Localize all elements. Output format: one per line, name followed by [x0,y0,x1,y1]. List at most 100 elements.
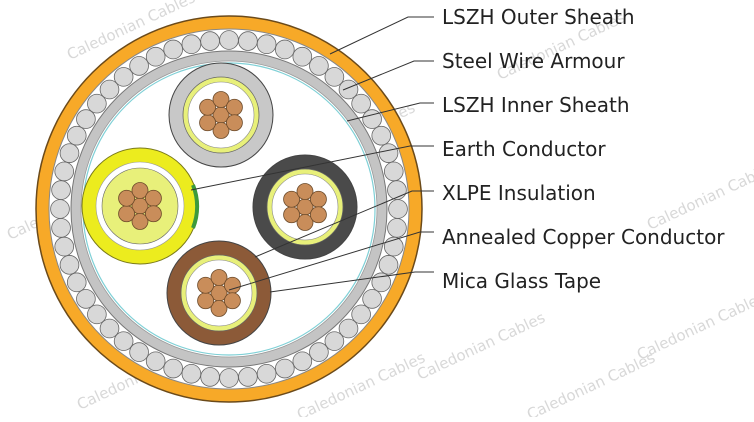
armour-wire [76,109,96,129]
armour-wire [338,318,359,339]
copper-strand [199,114,216,132]
armour-wire [87,304,107,325]
copper-strand [283,206,300,224]
steel-wire-armour [50,30,408,388]
label-inner-sheath: LSZH Inner Sheath [442,93,630,117]
cores-group [81,62,358,346]
label-outer-sheath: LSZH Outer Sheath [442,5,635,29]
armour-wire [54,236,75,257]
copper-strand [197,276,214,294]
armour-wire [238,31,258,51]
leader-line [342,60,434,91]
armour-wire [378,255,399,275]
callout-labels: LSZH Outer Sheath Steel Wire Armour LSZH… [442,5,725,293]
armour-wire [387,180,407,200]
armour-wire [181,363,202,384]
armour-wire [54,161,75,182]
armour-wire [163,39,183,60]
armour-wire [200,367,220,387]
armour-wire [324,67,345,87]
earth-stripe [191,184,200,229]
copper-strand [145,205,162,223]
armour-wire [129,56,149,76]
label-steel-wire-armour: Steel Wire Armour [442,49,625,73]
copper-strand [310,190,327,208]
armour-wire [76,289,96,309]
copper-strand [226,98,243,116]
copper-strand [131,182,149,199]
copper-strand [210,269,228,286]
label-earth-conductor: Earth Conductor [442,137,606,161]
armour-wire [99,318,120,339]
watermark-text: Caledonian Cables [644,158,754,233]
armour-wire [388,199,408,219]
armour-wire [66,125,87,146]
label-annealed-copper-conductor: Annealed Copper Conductor [442,225,725,249]
armour-wire [371,125,392,146]
leader-line [329,16,434,55]
leader-line [346,102,434,122]
earth-core [81,147,200,265]
leader-lines [190,16,434,293]
armour-wire [145,351,166,372]
armour-wire [181,34,202,55]
armour-wire [51,218,71,238]
copper-strand [226,114,243,132]
armour-wire [387,218,407,238]
armour-wire [383,161,404,182]
armour-wire [378,143,399,163]
armour-wire [309,56,329,76]
inner-sheath-bore [80,60,378,358]
armour-wire [50,199,70,219]
armour-wire [256,363,277,384]
armour-wire [145,46,166,67]
armour-wire [238,367,258,387]
armour-wire [351,93,371,114]
core-black [252,154,358,260]
copper-strand [283,190,300,208]
armour-wire [351,304,371,325]
copper-strand [224,276,241,294]
copper-strand [212,91,230,108]
copper-strand [212,122,230,139]
copper-strand [118,205,135,223]
armour-wire [309,342,329,362]
armour-wire [129,342,149,362]
leader-line [254,190,434,258]
copper-strand [210,300,228,317]
armour-wire [59,255,80,275]
watermark-text: Caledonian Cables [524,348,658,417]
armour-wire [292,351,313,372]
armour-wire [362,109,382,129]
copper-strand [197,292,214,310]
armour-wire [219,368,239,388]
armour-wire [200,31,220,51]
core-brown [166,240,272,346]
armour-wire [324,331,345,351]
armour-wire [87,93,107,114]
copper-strand [145,189,162,207]
armour-wire [113,67,134,87]
copper-strand [118,189,135,207]
armour-wire [219,30,239,50]
armour-wire [275,358,295,379]
watermark-text: Caledonian Cables [414,308,548,383]
armour-wire [163,358,183,379]
label-xlpe-insulation: XLPE Insulation [442,181,596,205]
copper-strand [224,292,241,310]
copper-strand [131,213,149,230]
armour-wire [99,79,120,100]
leader-line [269,271,434,293]
armour-wire [275,39,295,60]
armour-wire [362,289,382,309]
armour-wire [292,46,313,67]
armour-wire [113,331,134,351]
armour-wire [59,143,80,163]
armour-wire [66,272,87,293]
armour-wire [51,180,71,200]
armour-wire [256,34,277,55]
leader-line [190,145,434,191]
label-mica-glass-tape: Mica Glass Tape [442,269,601,293]
armour-wire [338,79,359,100]
